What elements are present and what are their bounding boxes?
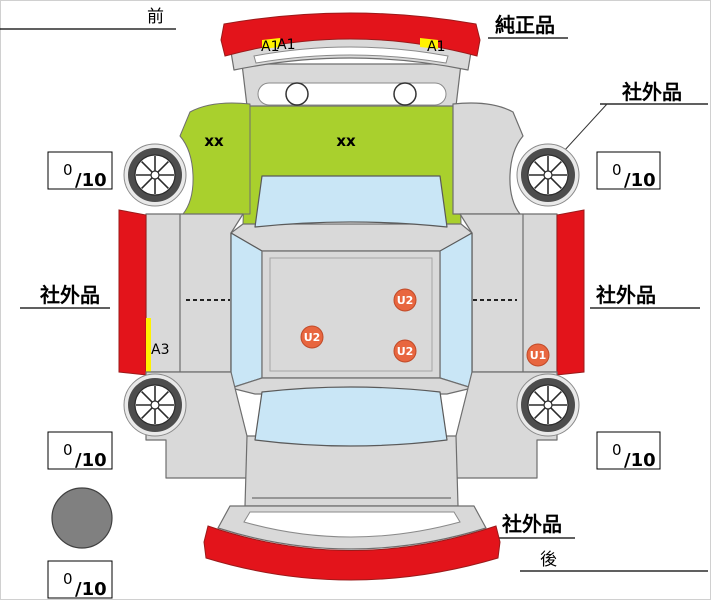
score-value: 0	[63, 570, 73, 588]
rear-window	[254, 386, 448, 447]
score-scale: /10	[624, 170, 656, 191]
score-scale: /10	[75, 170, 107, 191]
right-side-part-label: 社外品	[595, 283, 656, 307]
dent-circle	[393, 288, 417, 312]
roof-dent-marker: U2	[393, 339, 417, 363]
front-bumper-right-mark	[420, 38, 438, 49]
left-side-window	[230, 232, 263, 389]
gray-circle-indicator	[51, 487, 113, 549]
front-bumper-code: A1	[427, 39, 445, 55]
score-box-frame	[47, 151, 113, 190]
windshield	[254, 175, 448, 228]
front-bumper-inner	[253, 46, 449, 64]
rear-bumper	[203, 525, 501, 581]
score-box: 0 /10	[596, 431, 661, 471]
score-scale: /10	[75, 579, 107, 600]
score-value: 0	[63, 441, 73, 459]
score-box: 0 /10	[596, 151, 661, 191]
score-box: 0 /10	[47, 560, 113, 600]
right-front-fender	[452, 102, 524, 215]
cowl	[230, 223, 473, 252]
score-box: 0 /10	[47, 431, 113, 471]
score-box-frame	[596, 431, 661, 470]
front-label: 前	[147, 7, 164, 27]
right-side-window	[439, 232, 473, 389]
front-bumper-code: A1	[277, 37, 295, 53]
rear-bumper-inner	[243, 511, 461, 538]
front-bumper-part-label: 純正品	[495, 13, 555, 37]
rear-right-wheel	[520, 377, 576, 433]
front-left-wheel	[127, 147, 183, 203]
dent-code: U2	[397, 294, 414, 307]
right-front-fender-part-label: 社外品	[621, 80, 682, 104]
front-right-wheel	[520, 147, 576, 203]
right-headlight	[393, 82, 417, 106]
dent-circle	[393, 339, 417, 363]
left-side-sill	[118, 209, 147, 376]
dent-circle	[526, 343, 550, 367]
roof-dent-marker: U2	[393, 288, 417, 312]
roof-inner-outline	[269, 257, 433, 372]
front-bumper-left-mark	[262, 38, 280, 49]
roof-dent-marker: U2	[300, 325, 324, 349]
left-side-code: A3	[151, 342, 169, 358]
score-box-frame	[47, 560, 113, 599]
rear-bumper-part-label: 社外品	[501, 512, 562, 536]
left-front-fender	[179, 102, 251, 215]
right-side-sill	[556, 209, 585, 376]
score-box-frame	[47, 431, 113, 470]
rear-left-wheel	[127, 377, 183, 433]
front-bumper-code: A1	[261, 39, 279, 55]
left-headlight	[285, 82, 309, 106]
hood-code: xx	[336, 132, 356, 150]
rear-label: 後	[540, 550, 557, 570]
left-side-part-label: 社外品	[39, 283, 100, 307]
score-value: 0	[63, 161, 73, 179]
front-bumper	[220, 12, 481, 57]
left-front-fender-code: xx	[204, 132, 224, 150]
score-scale: /10	[624, 450, 656, 471]
right-side-dent-marker: U1	[526, 343, 550, 367]
dent-circle	[300, 325, 324, 349]
score-scale: /10	[75, 450, 107, 471]
score-box-frame	[596, 151, 661, 190]
left-side-mark	[146, 318, 151, 372]
score-value: 0	[612, 161, 622, 179]
dent-code: U1	[530, 349, 547, 362]
dent-code: U2	[304, 331, 321, 344]
score-box: 0 /10	[47, 151, 113, 191]
score-value: 0	[612, 441, 622, 459]
dent-code: U2	[397, 345, 414, 358]
